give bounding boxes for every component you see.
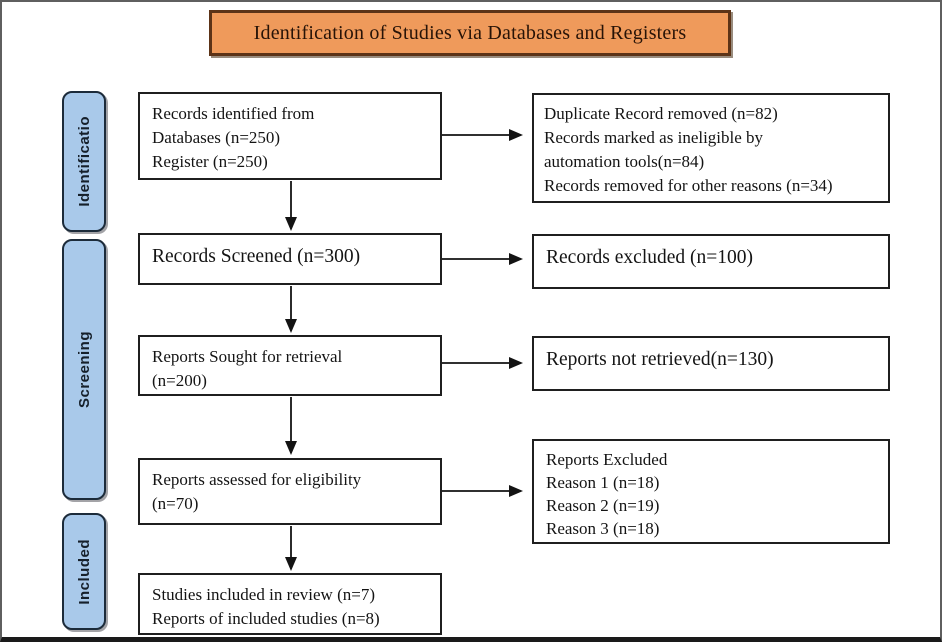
box-duplicates-removed: Duplicate Record removed (n=82) Records … bbox=[532, 93, 890, 203]
diagram-title: Identification of Studies via Databases … bbox=[253, 21, 687, 44]
box-reports-sought-text: Reports Sought for retrieval (n=200) bbox=[152, 347, 343, 390]
box-reports-excluded-text: Reports Excluded Reason 1 (n=18) Reason … bbox=[546, 450, 668, 538]
box-studies-included: Studies included in review (n=7) Reports… bbox=[138, 573, 442, 635]
stage-label-included: Included bbox=[62, 513, 106, 630]
diagram-title-box: Identification of Studies via Databases … bbox=[209, 10, 731, 56]
stage-label-identification-text: Identificatio bbox=[75, 116, 93, 207]
box-reports-assessed: Reports assessed for eligibility (n=70) bbox=[138, 458, 442, 525]
box-records-screened: Records Screened (n=300) bbox=[138, 233, 442, 285]
stage-label-identification: Identificatio bbox=[62, 91, 106, 232]
box-records-identified: Records identified from Databases (n=250… bbox=[138, 92, 442, 180]
stage-label-included-text: Included bbox=[75, 538, 93, 605]
box-records-screened-text: Records Screened (n=300) bbox=[152, 246, 361, 267]
box-reports-not-retrieved: Reports not retrieved(n=130) bbox=[532, 336, 890, 391]
stage-label-screening: Screening bbox=[62, 239, 106, 500]
box-reports-assessed-text: Reports assessed for eligibility (n=70) bbox=[152, 470, 362, 513]
stage-label-screening-text: Screening bbox=[75, 330, 93, 409]
box-reports-sought: Reports Sought for retrieval (n=200) bbox=[138, 335, 442, 396]
box-duplicates-removed-text: Duplicate Record removed (n=82) Records … bbox=[544, 104, 833, 195]
box-records-excluded-text: Records excluded (n=100) bbox=[546, 247, 754, 268]
box-records-identified-text: Records identified from Databases (n=250… bbox=[152, 104, 315, 171]
box-reports-not-retrieved-text: Reports not retrieved(n=130) bbox=[546, 349, 774, 370]
box-reports-excluded: Reports Excluded Reason 1 (n=18) Reason … bbox=[532, 439, 890, 544]
box-studies-included-text: Studies included in review (n=7) Reports… bbox=[152, 585, 380, 628]
box-records-excluded: Records excluded (n=100) bbox=[532, 234, 890, 289]
